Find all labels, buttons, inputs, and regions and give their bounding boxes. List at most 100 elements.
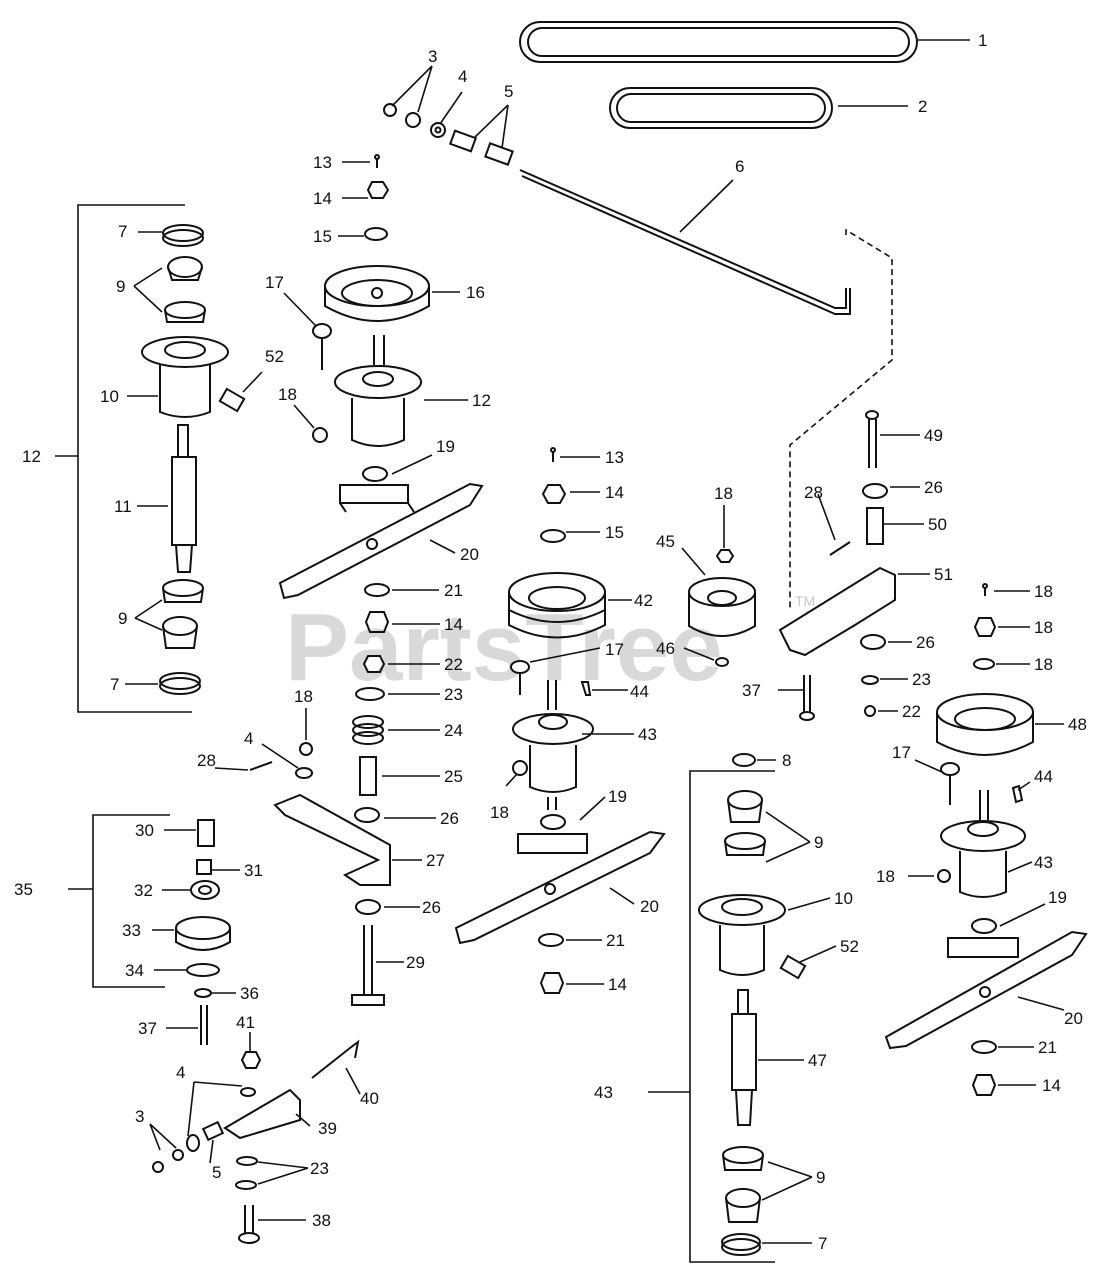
bearing-9-d[interactable]	[722, 1146, 764, 1223]
bolt-17-c[interactable]	[940, 762, 960, 805]
pulley-48[interactable]	[936, 693, 1034, 756]
spring-24[interactable]	[352, 715, 384, 745]
mount-19-a[interactable]	[339, 466, 415, 513]
bearing-32[interactable]	[190, 880, 220, 900]
washer-34[interactable]	[186, 963, 220, 977]
shaft-11[interactable]	[171, 424, 197, 573]
nut-3-bottom[interactable]	[152, 1149, 184, 1173]
label-9: 9	[814, 833, 823, 852]
label-41: 41	[236, 1013, 255, 1032]
blade-20-c[interactable]	[884, 930, 1088, 1050]
nut-14-a[interactable]	[366, 181, 390, 199]
pulley-42[interactable]	[508, 572, 606, 639]
spacer-30[interactable]	[197, 819, 215, 847]
seal-7-upper[interactable]	[162, 224, 204, 247]
bolt-38[interactable]	[238, 1205, 260, 1244]
bushing-31[interactable]	[196, 859, 212, 875]
bolt-17-b[interactable]	[510, 660, 530, 695]
nut-14-d[interactable]	[539, 972, 565, 994]
label-22: 22	[444, 655, 463, 674]
bolt-37-b[interactable]	[799, 675, 815, 721]
bearing-9-c[interactable]	[724, 790, 766, 856]
blade-20-a[interactable]	[278, 482, 484, 600]
nut-46[interactable]	[715, 657, 729, 667]
washer-4-c[interactable]	[240, 1087, 256, 1097]
spindle-43-a[interactable]	[512, 680, 594, 810]
nut-18-b[interactable]	[299, 742, 313, 756]
label-47: 47	[808, 1051, 827, 1070]
bolt-37-a[interactable]	[200, 1005, 208, 1045]
nut-18-f[interactable]	[973, 617, 997, 637]
pulley-16[interactable]	[324, 265, 430, 322]
washer-4-b[interactable]	[295, 767, 313, 779]
spindle-43-b[interactable]	[940, 790, 1026, 898]
bushing-26-a[interactable]	[354, 807, 380, 823]
washer-4-bottom[interactable]	[186, 1134, 200, 1152]
spacer-25[interactable]	[359, 756, 377, 796]
washer-18-g[interactable]	[973, 658, 995, 670]
handle-40[interactable]	[311, 1039, 360, 1079]
bushing-26-d[interactable]	[860, 634, 886, 650]
bracket-39[interactable]	[223, 1088, 301, 1140]
nut-22-a[interactable]	[362, 655, 386, 673]
bolt-49[interactable]	[865, 410, 879, 468]
nut-18-a[interactable]	[312, 427, 328, 443]
pin-13-b[interactable]	[550, 447, 556, 462]
nut-14-c[interactable]	[541, 484, 567, 504]
label-1: 1	[978, 31, 987, 50]
housing-10-right[interactable]	[698, 894, 786, 976]
bushing-26-b[interactable]	[355, 899, 381, 915]
washer-21-a[interactable]	[364, 583, 390, 597]
washer-21-b[interactable]	[538, 933, 564, 947]
housing-10-left[interactable]	[141, 336, 229, 418]
nut-18-c[interactable]	[512, 760, 528, 776]
nut-18-d[interactable]	[715, 549, 735, 563]
bearing-9-upper[interactable]	[164, 256, 206, 323]
pin-18-e[interactable]	[982, 583, 988, 596]
plug-52-left[interactable]	[218, 387, 246, 413]
spring-5-bottom[interactable]	[201, 1120, 225, 1142]
rod-6[interactable]	[519, 169, 893, 610]
bracket-51[interactable]	[778, 566, 896, 657]
mount-19-c[interactable]	[947, 918, 1019, 958]
bracket-27[interactable]	[273, 793, 391, 886]
nut-14-e[interactable]	[971, 1074, 997, 1096]
bearing-9-lower[interactable]	[162, 579, 204, 649]
blade-20-b[interactable]	[454, 830, 666, 945]
key-44-b[interactable]	[1011, 784, 1024, 804]
leader-lines	[125, 39, 1065, 1244]
bolt-17-a[interactable]	[312, 323, 332, 370]
pin-28-a[interactable]	[249, 761, 273, 771]
seal-7-right[interactable]	[721, 1233, 761, 1256]
washer-4-top[interactable]	[430, 122, 446, 138]
mount-19-b[interactable]	[517, 814, 588, 854]
spindle-12-center[interactable]	[334, 335, 422, 447]
pin-13-a[interactable]	[374, 154, 380, 168]
nut-41[interactable]	[240, 1051, 262, 1069]
key-44-a[interactable]	[580, 681, 592, 696]
label-13: 13	[313, 153, 332, 172]
shaft-47[interactable]	[731, 989, 757, 1126]
idler-33[interactable]	[175, 916, 231, 951]
washer-21-c[interactable]	[971, 1040, 997, 1054]
washer-15-b[interactable]	[540, 529, 566, 543]
nut-3-top[interactable]	[383, 103, 421, 128]
nut-14-b[interactable]	[364, 611, 390, 633]
washer-15-a[interactable]	[364, 227, 388, 241]
belt-1[interactable]	[519, 21, 918, 63]
washer-23-b[interactable]	[235, 1156, 258, 1190]
seal-8[interactable]	[732, 753, 756, 767]
spacer-50[interactable]	[866, 507, 884, 545]
plug-52-right[interactable]	[779, 954, 807, 980]
washer-36[interactable]	[194, 988, 212, 998]
nut-22-b[interactable]	[864, 705, 876, 717]
pin-28-b[interactable]	[829, 541, 851, 556]
bushing-26-c[interactable]	[862, 483, 888, 499]
washer-23-a[interactable]	[355, 687, 385, 701]
nut-18-h[interactable]	[937, 869, 951, 883]
pulley-45[interactable]	[688, 577, 756, 637]
belt-2[interactable]	[609, 87, 833, 129]
bolt-29[interactable]	[351, 925, 385, 1006]
washer-23-c[interactable]	[861, 675, 879, 685]
seal-7-lower[interactable]	[159, 672, 201, 695]
